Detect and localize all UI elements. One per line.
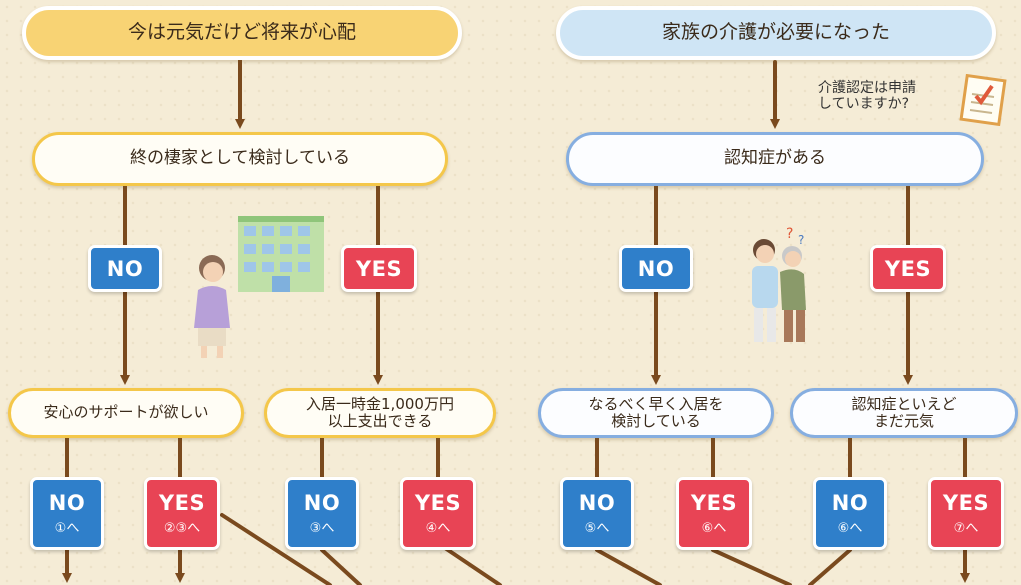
line-r4-diag xyxy=(443,546,502,585)
svg-text:?: ? xyxy=(786,226,793,242)
still-healthy-line2: まだ元気 xyxy=(873,412,934,430)
checklist-icon xyxy=(959,74,1007,126)
early-entry-line2: 検討している xyxy=(611,412,701,430)
question-final-home: 終の棲家として検討している xyxy=(32,132,448,186)
badge-yes-left: YES xyxy=(341,245,417,292)
care-certification-note: 介護認定は申請 していますか? xyxy=(818,80,916,112)
apartment-building-icon xyxy=(238,216,324,292)
caregiver-elderly-icon: ? ? xyxy=(752,226,806,342)
start-node-left: 今は元気だけど将来が心配 xyxy=(22,6,462,60)
svg-text:?: ? xyxy=(798,233,804,247)
note-line1: 介護認定は申請 xyxy=(818,80,916,96)
question-support: 安心のサポートが欲しい xyxy=(8,388,244,438)
note-line2: していますか? xyxy=(818,96,910,113)
early-entry-line1: なるべく早く入居を xyxy=(588,394,724,413)
badge-no-left: NO xyxy=(88,245,162,292)
question-dementia: 認知症がある xyxy=(566,132,984,186)
line-r5-diag xyxy=(595,548,662,585)
entry-fee-line1: 入居一時金1,000万円 xyxy=(306,394,454,413)
question-still-healthy: 認知症といえど まだ元気 xyxy=(790,388,1018,438)
question-early-entry: なるべく早く入居を 検討している xyxy=(538,388,774,438)
entry-fee-line2: 以上支出できる xyxy=(327,412,433,430)
start-node-right: 家族の介護が必要になった xyxy=(556,6,996,60)
line-r2-diag xyxy=(220,513,332,585)
badge-no-right: NO xyxy=(619,245,693,292)
line-r6-diag xyxy=(711,548,792,585)
woman-icon xyxy=(194,255,230,358)
line-r3-diag xyxy=(320,548,362,585)
question-entry-fee: 入居一時金1,000万円 以上支出できる xyxy=(264,388,496,438)
still-healthy-line1: 認知症といえど xyxy=(851,394,957,413)
badge-yes-right: YES xyxy=(870,245,946,292)
line-r7-diag xyxy=(808,548,852,585)
